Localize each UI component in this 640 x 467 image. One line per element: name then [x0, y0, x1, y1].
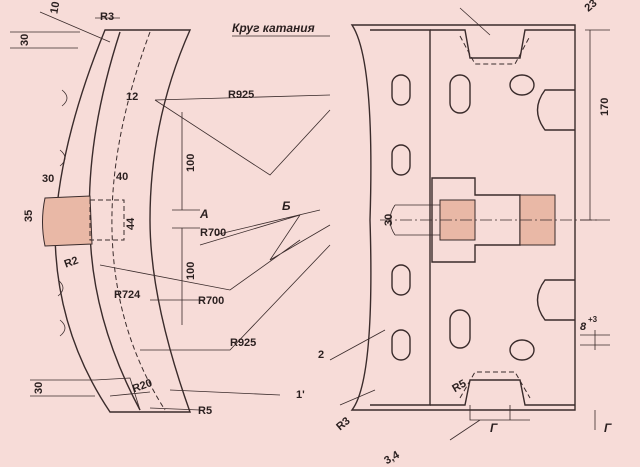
top-dim-lines	[10, 11, 120, 49]
dim-44: 44	[125, 217, 137, 230]
dim-170-line	[580, 29, 610, 221]
dim-30-mid: 30	[42, 173, 54, 185]
dim-8: 8	[580, 321, 587, 333]
plan-right-lugs	[536, 89, 575, 321]
dim-30-top: 30	[19, 34, 31, 46]
dim-8-sup: +3	[588, 315, 598, 324]
dim-r700-a: R700	[200, 227, 226, 239]
plan-view	[329, 7, 610, 441]
side-outer-contour	[54, 29, 192, 413]
rolling-circle-label: Круг катания	[232, 21, 315, 35]
dim-23: 23	[582, 0, 599, 14]
part-1-prime: 1'	[296, 389, 305, 401]
dim-30-bottom: 30	[33, 382, 45, 394]
rolling-circle-line	[111, 31, 166, 411]
plan-top-notch-dash	[459, 35, 531, 65]
side-view	[10, 11, 331, 413]
plan-left-band	[370, 29, 431, 406]
bottom-dim-lines	[30, 379, 201, 411]
dim-r724: R724	[114, 289, 141, 301]
dim-40: 40	[116, 171, 128, 183]
dim-12: 12	[126, 91, 138, 103]
part-2: 2	[318, 349, 324, 361]
dim-34: 3,4	[382, 449, 402, 467]
dim-g-a: Г	[490, 421, 498, 435]
side-hatched-insert	[42, 195, 93, 247]
dim-r925-top: R925	[228, 89, 254, 101]
dim-8-line	[580, 330, 610, 350]
side-insert-dashed	[89, 199, 125, 241]
section-b: Б	[282, 199, 291, 213]
dim-r5-left: R5	[198, 405, 212, 417]
dim-g-b: Г	[604, 421, 612, 435]
side-notches	[57, 89, 68, 337]
dim-r2: R2	[63, 255, 80, 271]
dim-170: 170	[599, 98, 611, 116]
plan-outer-contour	[350, 24, 576, 411]
dim-100-line	[172, 112, 200, 325]
dim-r5-right: R5	[450, 378, 468, 395]
plan-bottom-notch-dash	[459, 371, 531, 399]
section-a: А	[199, 207, 209, 221]
radius-leaders	[99, 94, 331, 396]
dim-100-a: 100	[185, 154, 197, 172]
dim-r700-b: R700	[198, 295, 224, 307]
dim-r925-bottom: R925	[230, 337, 256, 349]
dim-100-b: 100	[185, 262, 197, 280]
dim-r3-bottom: R3	[334, 415, 352, 433]
plan-top-notch	[430, 29, 575, 59]
dim-35: 35	[23, 210, 35, 222]
plan-bottom-notch	[430, 379, 575, 406]
dim-r3-top: R3	[100, 11, 114, 23]
side-bottom-tip	[94, 377, 151, 411]
dim-10: 10	[48, 1, 62, 15]
dim-r20: R20	[131, 377, 154, 395]
dim-30-right: 30	[383, 214, 395, 226]
plan-leaders	[329, 7, 596, 441]
plan-slots	[391, 74, 535, 361]
